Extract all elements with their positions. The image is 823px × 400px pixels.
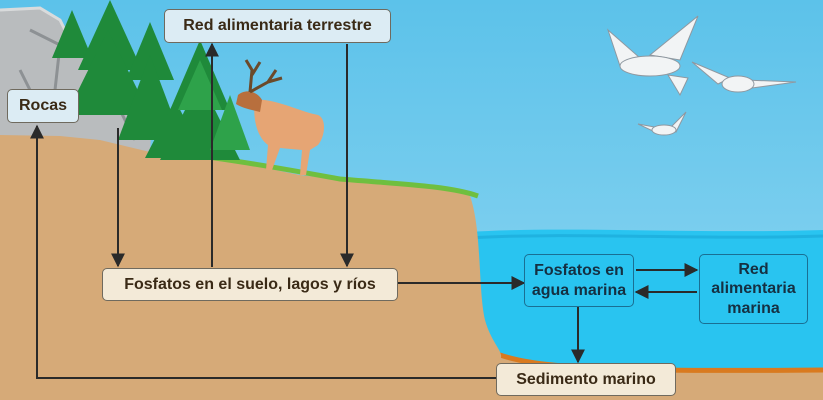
pine-tree-icon <box>52 0 240 160</box>
seagull-icon <box>606 15 699 97</box>
sea-phosphates-label-line2: agua marina <box>531 281 627 299</box>
marine-sediment-box: Sedimento marino <box>496 363 676 396</box>
flow-arrows <box>30 42 699 379</box>
land <box>0 132 502 400</box>
rocks-label: Rocas <box>18 97 68 115</box>
terrestrial-food-web-label: Red alimentaria terrestre <box>183 17 372 35</box>
marine-sediment-label: Sedimento marino <box>516 370 656 388</box>
seagull-icon <box>691 61 797 93</box>
elk-icon <box>236 59 324 175</box>
sea-phosphates-label-line1: Fosfatos en <box>534 262 624 280</box>
marine-food-web-label-line3: marina <box>727 299 780 317</box>
marine-food-web-box: Red alimentaria marina <box>699 254 808 324</box>
rocks-box: Rocas <box>7 89 79 123</box>
terrestrial-food-web-box: Red alimentaria terrestre <box>164 9 391 43</box>
marine-food-web-label-line1: Red <box>738 261 769 279</box>
marine-food-web-label-line2: alimentaria <box>711 280 796 298</box>
seagull-icon <box>637 111 687 136</box>
arrow-sediment-to-rocks <box>30 124 496 379</box>
sea-waves <box>469 234 823 240</box>
sea-phosphates-box: Fosfatos en agua marina <box>524 254 634 307</box>
soil-phosphates-label: Fosfatos en el suelo, lagos y ríos <box>124 275 376 293</box>
soil-phosphates-box: Fosfatos en el suelo, lagos y ríos <box>102 268 398 301</box>
